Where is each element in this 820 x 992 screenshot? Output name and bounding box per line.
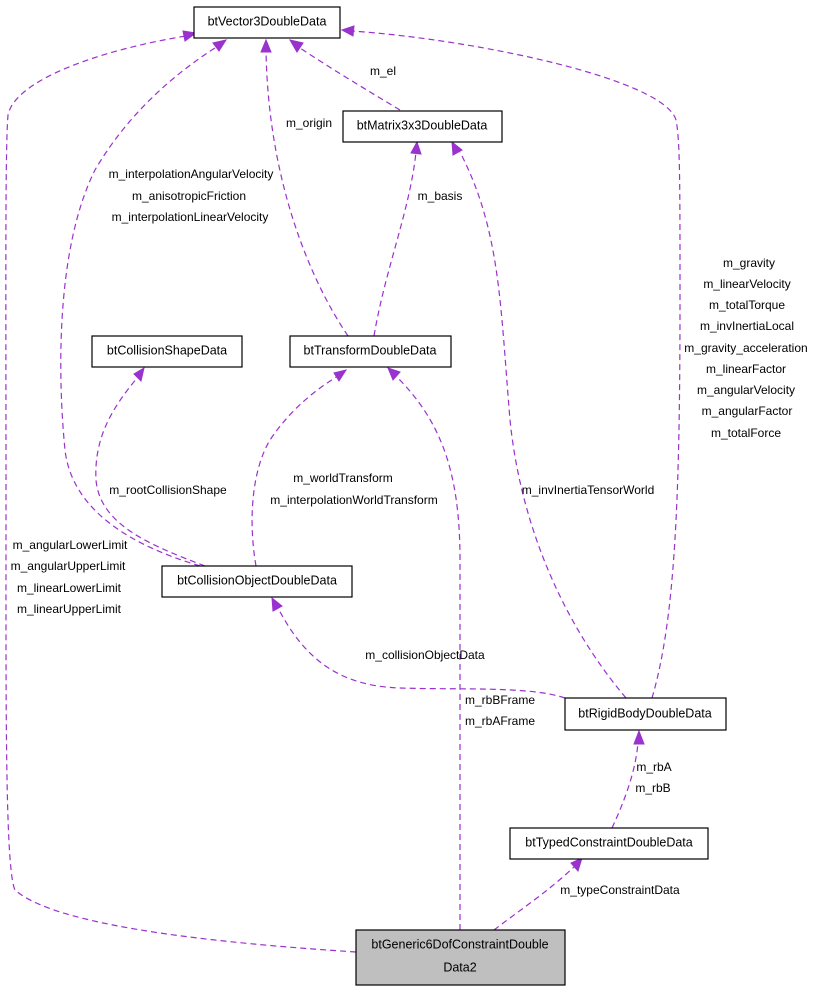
edge-label: m_interpolationLinearVelocity: [112, 210, 269, 224]
node-btTransformDoubleData[interactable]: btTransformDoubleData: [289, 335, 452, 368]
edge-generic6dof-to-typedconstraint: [493, 865, 576, 931]
node-box: [289, 335, 452, 368]
edge-collisionobject-to-vector3: [60, 45, 219, 567]
edge-label: m_linearUpperLimit: [17, 602, 122, 616]
edge-label: m_invInertiaTensorWorld: [522, 483, 655, 497]
edge-rigidbody-to-collisionobject: [277, 607, 566, 699]
node-box: [509, 827, 709, 860]
edge-label: m_gravity: [723, 256, 775, 270]
edge-generic6dof-to-transform: [395, 375, 461, 931]
edge-label: m_angularVelocity: [697, 383, 795, 397]
edge-label: m_rbAFrame: [465, 714, 535, 728]
node-box: [564, 697, 727, 731]
edge-arrowhead: [260, 38, 272, 53]
edge-label: m_rbB: [635, 781, 670, 795]
node-label: btTypedConstraintDoubleData: [525, 835, 693, 849]
edge-arrowhead: [212, 39, 228, 52]
edge-rigidbody-to-matrix: [459, 151, 627, 699]
edge-arrowhead: [570, 857, 583, 873]
node-label: btTransformDoubleData: [304, 343, 437, 357]
node-label-line-2: Data2: [443, 960, 476, 974]
edge-arrowhead: [410, 140, 422, 155]
edge-arrowhead: [451, 140, 463, 156]
edge-collisionobject-to-collisionshape: [95, 376, 206, 567]
node-box: [342, 110, 503, 143]
edge-matrix-to-vector3: [299, 47, 401, 111]
node-box: [355, 929, 566, 986]
edge-collisionobject-to-transform: [251, 375, 339, 567]
edge-label: m_interpolationWorldTransform: [270, 493, 437, 507]
edge-label: m_linearFactor: [706, 362, 786, 376]
edge-label: m_collisionObjectData: [365, 648, 485, 662]
node-label: btCollisionObjectDoubleData: [177, 573, 337, 587]
edge-generic6dof-to-vector3: [5, 35, 357, 953]
edge-label: m_totalTorque: [709, 298, 785, 312]
node-btRigidBodyDoubleData[interactable]: btRigidBodyDoubleData: [564, 697, 727, 731]
edge-label: m_angularFactor: [702, 404, 793, 418]
edge-label: m_angularUpperLimit: [11, 559, 126, 573]
edge-label: m_rbBFrame: [465, 693, 535, 707]
node-box: [91, 335, 243, 368]
edge-label: m_origin: [286, 116, 332, 130]
node-btVector3DoubleData[interactable]: btVector3DoubleData: [193, 6, 341, 39]
node-label: btMatrix3x3DoubleData: [357, 118, 488, 132]
node-box: [193, 6, 341, 39]
edge-arrowhead: [182, 30, 198, 42]
edge-label: m_gravity_acceleration: [684, 341, 807, 355]
edge-label: m_el: [370, 64, 396, 78]
node-btGeneric6DofConstraintDoubleData[interactable]: btGeneric6DofConstraintDouble Data2: [355, 929, 566, 986]
node-label: btVector3DoubleData: [208, 14, 327, 28]
edge-arrowhead: [288, 39, 304, 53]
edge-arrowhead: [133, 366, 145, 382]
edge-arrowhead: [633, 729, 645, 745]
node-box: [161, 565, 353, 598]
edge-arrowhead: [333, 369, 348, 382]
edge-label: m_typeConstraintData: [560, 883, 680, 897]
edge-label: m_rootCollisionShape: [109, 483, 227, 497]
node-btCollisionShapeData[interactable]: btCollisionShapeData: [91, 335, 243, 368]
node-btCollisionObjectDoubleData[interactable]: btCollisionObjectDoubleData: [161, 565, 353, 598]
edge-typedconstraint-to-rigidbody: [611, 741, 639, 829]
edge-rigidbody-to-vector3: [351, 30, 681, 699]
edge-label: m_totalForce: [711, 426, 781, 440]
edge-arrowhead: [271, 596, 283, 612]
edge-arrowhead: [340, 25, 355, 37]
node-btMatrix3x3DoubleData[interactable]: btMatrix3x3DoubleData: [342, 110, 503, 143]
node-label: btCollisionShapeData: [107, 343, 227, 357]
edge-label: m_linearVelocity: [703, 277, 790, 291]
node-label: btRigidBodyDoubleData: [578, 706, 711, 720]
edge-label: m_rbA: [636, 760, 671, 774]
edge-label: m_linearLowerLimit: [17, 581, 122, 595]
edge-transform-to-vector3: [265, 49, 349, 337]
edge-label: m_invInertiaLocal: [700, 319, 794, 333]
edge-label: m_anisotropicFriction: [132, 189, 246, 203]
edge-label: m_worldTransform: [293, 471, 393, 485]
node-btTypedConstraintDoubleData[interactable]: btTypedConstraintDoubleData: [509, 827, 709, 860]
edge-label: m_basis: [418, 189, 463, 203]
edge-arrowhead: [387, 367, 401, 381]
edge-label: m_interpolationAngularVelocity: [109, 167, 274, 181]
node-label-line-1: btGeneric6DofConstraintDouble: [371, 937, 548, 951]
edge-transform-to-matrix: [373, 151, 417, 337]
edge-label: m_angularLowerLimit: [13, 538, 128, 552]
